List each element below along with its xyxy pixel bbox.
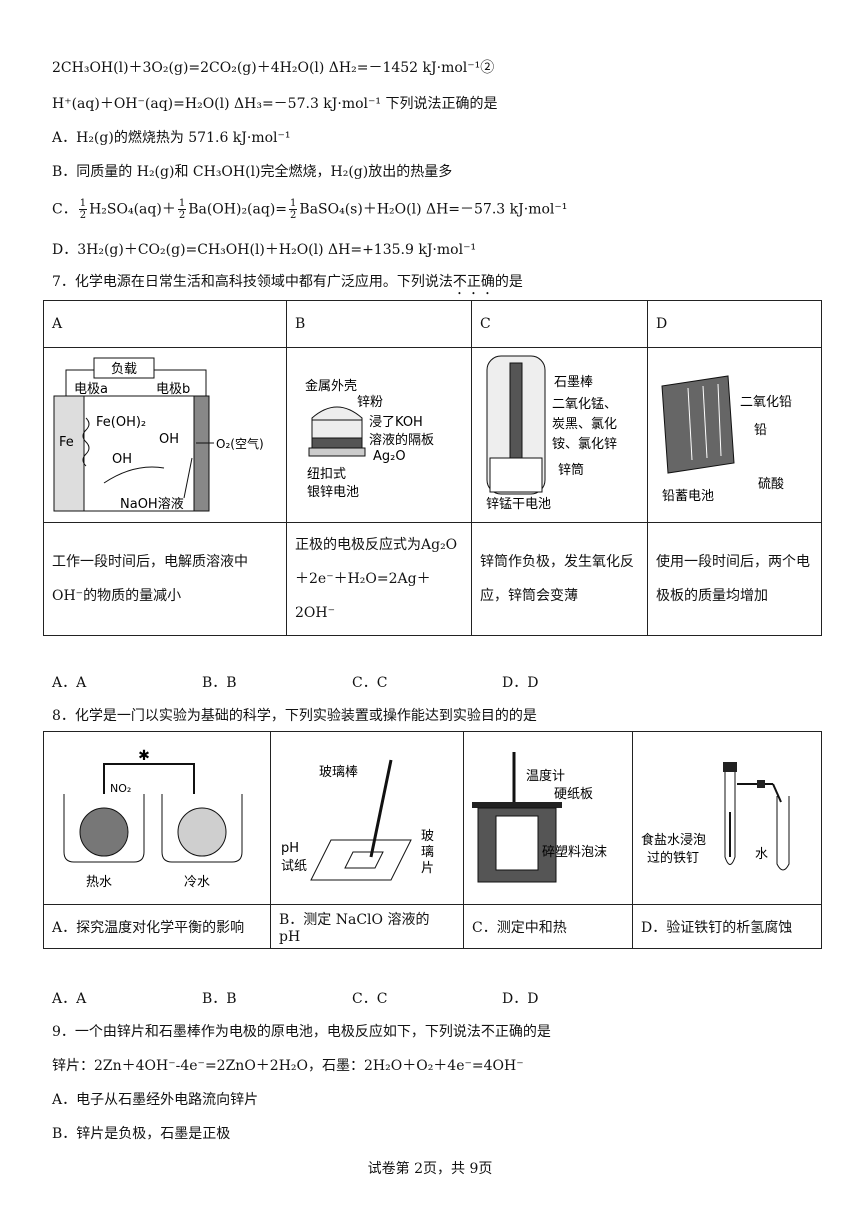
equation-2: 2CH₃OH(l)＋3O₂(g)=2CO₂(g)＋4H₂O(l) ΔH₂=－14… <box>52 60 495 76</box>
q8-figure-c: 温度计 硬纸板 碎塑料泡沫 <box>463 731 633 905</box>
label-mix-1: 二氧化锰、 <box>552 397 617 412</box>
label-cardboard: 硬纸板 <box>554 787 593 802</box>
label-glass-2: 璃 <box>421 845 434 860</box>
q8-table: ✱ NO₂ 热水 冷水 玻璃棒 pH 试纸 玻 璃 片 <box>43 731 822 949</box>
q8-answer-options: A．A B．B C．C D．D <box>52 988 652 1008</box>
q7-answer-b[interactable]: B．B <box>202 675 237 691</box>
q8-answer-c[interactable]: C．C <box>352 991 388 1007</box>
caption-line-1: 纽扣式 <box>307 467 346 482</box>
label-test-paper: 试纸 <box>281 859 307 874</box>
option-c-part-2: Ba(OH)₂(aq)= <box>188 201 288 218</box>
q7-stem: 7．化学电源在日常生活和高科技领域中都有广泛应用。下列说法不正确的是 <box>52 274 523 290</box>
label-electrode-a: 电极a <box>74 382 108 397</box>
q7-answer-c[interactable]: C．C <box>352 675 388 691</box>
svg-text:✱: ✱ <box>138 748 150 764</box>
label-cold-water: 冷水 <box>184 875 210 890</box>
label-glass-1: 玻 <box>421 829 434 844</box>
q6-option-d: D．3H₂(g)＋CO₂(g)=CH₃OH(l)＋H₂O(l) ΔH=+135.… <box>52 242 477 258</box>
label-fe: Fe <box>59 435 74 450</box>
caption-line-2: 银锌电池 <box>307 485 359 500</box>
q7-figure-d: 二氧化铅 铅 硫酸 铅蓄电池 <box>647 347 822 523</box>
label-oh-2: OH <box>159 432 179 447</box>
q7-text-b: 正极的电极反应式为Ag₂O＋2e⁻＋H₂O=2Ag＋2OH⁻ <box>286 522 472 636</box>
q7-answer-d[interactable]: D．D <box>502 675 539 691</box>
q7-answer-a[interactable]: A．A <box>52 675 87 691</box>
label-glass-rod: 玻璃棒 <box>319 765 358 780</box>
q8-figure-a: ✱ NO₂ 热水 冷水 <box>43 731 271 905</box>
q8-label-c: C．测定中和热 <box>463 904 633 949</box>
q7-header-b: B <box>286 300 472 348</box>
label-feoh2: Fe(OH)₂ <box>96 415 146 430</box>
q7-figure-c: 石墨棒 二氧化锰、 炭黑、氯化 铵、氯化锌 锌筒 锌锰干电池 <box>471 347 648 523</box>
label-no2: NO₂ <box>110 782 131 795</box>
q6-option-a: A．H₂(g)的燃烧热为 571.6 kJ·mol⁻¹ <box>52 130 291 146</box>
q7-header-a: A <box>43 300 287 348</box>
label-naoh: NaOH溶液 <box>120 497 184 512</box>
label-zn-powder: 锌粉 <box>357 395 383 410</box>
label-load: 负载 <box>111 362 137 377</box>
q8-stem: 8．化学是一门以实验为基础的科学，下列实验装置或操作能达到实验目的的是 <box>52 708 537 724</box>
caption-lead-acid: 铅蓄电池 <box>662 489 714 504</box>
q7-table: A B C D 负载 电极a 电极b Fe Fe(OH)₂ OH OH O₂(空… <box>43 300 822 636</box>
label-separator-2: 溶液的隔板 <box>369 432 434 448</box>
q9-reactions: 锌片：2Zn＋4OH⁻-4e⁻=2ZnO＋2H₂O，石墨：2H₂O＋O₂＋4e⁻… <box>52 1058 524 1074</box>
label-water: 水 <box>755 847 768 862</box>
q8-answer-a[interactable]: A．A <box>52 991 87 1007</box>
q8-label-b: B．测定 NaClO 溶液的 pH <box>270 904 464 949</box>
q7-answer-options: A．A B．B C．C D．D <box>52 672 652 692</box>
label-graphite-rod: 石墨棒 <box>554 375 593 390</box>
q8-label-a: A．探究温度对化学平衡的影响 <box>43 904 271 949</box>
label-oh-1: OH <box>112 452 132 467</box>
q8-figure-b: 玻璃棒 pH 试纸 玻 璃 片 <box>270 731 464 905</box>
caption-zinc-mn: 锌锰干电池 <box>486 497 551 512</box>
label-ag2o: Ag₂O <box>373 449 406 464</box>
label-pb: 铅 <box>754 423 767 438</box>
q7-figure-b: 金属外壳 锌粉 浸了KOH 溶液的隔板 Ag₂O 纽扣式 银锌电池 <box>286 347 472 523</box>
label-separator-1: 浸了KOH <box>369 415 423 430</box>
label-hot-water: 热水 <box>86 875 112 890</box>
option-c-part-3: BaSO₄(s)＋H₂O(l) ΔH=－57.3 kJ·mol⁻¹ <box>299 201 568 218</box>
q8-answer-d[interactable]: D．D <box>502 991 539 1007</box>
option-letter: C． <box>52 201 77 218</box>
q8-label-d: D．验证铁钉的析氢腐蚀 <box>632 904 822 949</box>
q9-option-b: B．锌片是负极，石墨是正极 <box>52 1126 231 1142</box>
option-c-part-1: H₂SO₄(aq)＋ <box>89 201 176 218</box>
label-foam: 碎塑料泡沫 <box>542 845 607 860</box>
emphasis-text: 不正确 <box>452 274 495 290</box>
label-metal-shell: 金属外壳 <box>305 378 357 394</box>
q7-text-a: 工作一段时间后，电解质溶液中OH⁻的物质的量减小 <box>43 522 287 636</box>
q7-text-c: 锌筒作负极，发生氧化反应，锌筒会变薄 <box>471 522 648 636</box>
q7-header-c: C <box>471 300 648 348</box>
q9-option-a: A．电子从石墨经外电路流向锌片 <box>52 1092 259 1108</box>
label-o2: O₂(空气) <box>216 436 264 451</box>
q9-stem: 9．一个由锌片和石墨棒作为电极的原电池，电极反应如下，下列说法不正确的是 <box>52 1024 551 1040</box>
q7-text-d: 使用一段时间后，两个电极板的质量均增加 <box>647 522 822 636</box>
equation-3-and-stem: H⁺(aq)＋OH⁻(aq)=H₂O(l) ΔH₃=－57.3 kJ·mol⁻¹… <box>52 96 498 112</box>
q7-header-d: D <box>647 300 822 348</box>
label-pbo2: 二氧化铅 <box>740 395 792 410</box>
label-nail-1: 食盐水浸泡 <box>641 832 706 848</box>
label-glass-3: 片 <box>421 861 434 876</box>
q8-figure-d: 食盐水浸泡 过的铁钉 水 <box>632 731 822 905</box>
label-electrode-b: 电极b <box>156 382 190 397</box>
label-h2so4: 硫酸 <box>758 477 784 492</box>
label-ph: pH <box>281 841 299 856</box>
label-nail-2: 过的铁钉 <box>647 850 699 866</box>
label-mix-3: 铵、氯化锌 <box>552 437 617 452</box>
label-thermometer: 温度计 <box>526 768 565 784</box>
q7-figure-a: 负载 电极a 电极b Fe Fe(OH)₂ OH OH O₂(空气) NaOH溶… <box>43 347 287 523</box>
label-zinc-can: 锌筒 <box>558 462 584 478</box>
label-mix-2: 炭黑、氯化 <box>552 417 617 432</box>
page-footer: 试卷第 2页，共 9页 <box>367 1161 493 1177</box>
q8-answer-b[interactable]: B．B <box>202 991 237 1007</box>
q6-option-b: B．同质量的 H₂(g)和 CH₃OH(l)完全燃烧，H₂(g)放出的热量多 <box>52 164 453 180</box>
